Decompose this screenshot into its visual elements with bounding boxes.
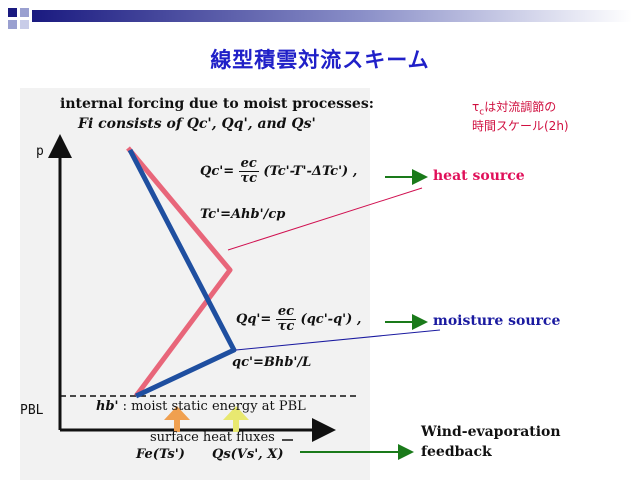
qs-label: Qs(Vs', X) bbox=[212, 447, 284, 462]
moisture-leader-line bbox=[235, 329, 441, 351]
moistening-profile-line bbox=[127, 148, 237, 399]
moist-eq-lhs: Qq'= bbox=[236, 312, 272, 327]
heat-eq-lhs: Qc'= bbox=[200, 164, 235, 179]
tau-symbol: τ bbox=[472, 100, 480, 114]
heat-eq-num: ec bbox=[238, 156, 259, 172]
p-axis-label: p bbox=[36, 144, 44, 159]
hb-symbol: hb' bbox=[96, 399, 119, 414]
heat-leader-line bbox=[227, 187, 423, 251]
fe-label: Fe(Ts') bbox=[136, 447, 185, 462]
header-line-2: Fi consists of Qc', Qq', and Qs' bbox=[78, 116, 316, 132]
heat-source-label: heat source bbox=[433, 168, 525, 184]
moist-eq-den: τc bbox=[277, 319, 295, 334]
fe-flux-arrow bbox=[164, 406, 190, 432]
moist-eq-rhs: (qc'-q') , bbox=[300, 312, 362, 327]
header-line-1: internal forcing due to moist processes: bbox=[60, 96, 374, 112]
moist-eq-num: ec bbox=[275, 304, 297, 320]
tc-equation: Tc'=Ahb'/cp bbox=[200, 207, 286, 222]
hb-description: hb' : moist static energy at PBL bbox=[96, 399, 306, 414]
qs-flux-arrow bbox=[223, 406, 249, 432]
diagram-panel bbox=[20, 88, 370, 480]
wind-evaporation-label-2: feedback bbox=[421, 444, 492, 460]
tau-subscript: c bbox=[479, 107, 485, 118]
heat-eq-den: τc bbox=[240, 171, 258, 186]
surface-fluxes-label: surface heat fluxes bbox=[150, 430, 275, 445]
qc-equation: qc'=Bhb'/L bbox=[232, 355, 312, 370]
slide-title: 線型積雲対流スキーム bbox=[210, 48, 430, 72]
pbl-label: PBL bbox=[20, 403, 44, 418]
tau-note-text: は対流調節の bbox=[484, 100, 557, 114]
tau-note-line-1: τcは対流調節の bbox=[472, 98, 556, 117]
heating-profile-line bbox=[126, 146, 233, 398]
wind-evaporation-label-1: Wind-evaporation bbox=[421, 424, 561, 440]
moisture-source-label: moisture source bbox=[433, 313, 561, 329]
hb-text: : moist static energy at PBL bbox=[118, 399, 306, 414]
tau-note-line-2: 時間スケール(2h) bbox=[472, 119, 569, 133]
heat-eq-rhs: (Tc'-T'-ΔTc') , bbox=[263, 164, 358, 179]
corner-decoration bbox=[8, 8, 632, 29]
